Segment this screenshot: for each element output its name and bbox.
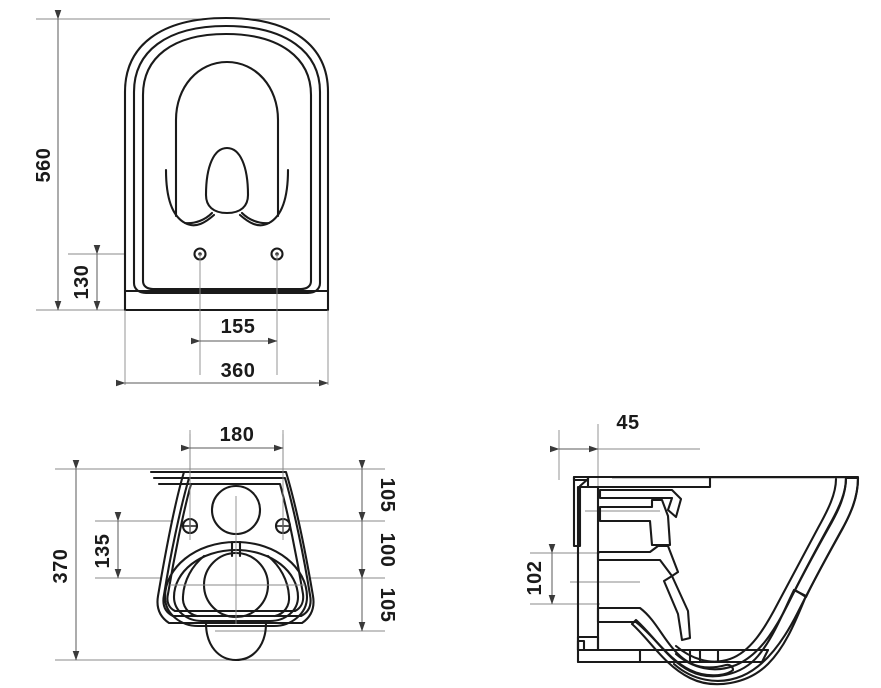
front-bowl-right-rim (240, 211, 271, 225)
dimension-45: 45 (550, 412, 639, 453)
dimension-102: 102 (524, 544, 556, 605)
section-trapway-wall (662, 574, 692, 642)
plan-bowl-outer (163, 540, 309, 628)
section-mid-shell-line (674, 476, 848, 671)
dimension-370: 370 (50, 460, 80, 661)
dimension-label-105-top: 105 (376, 478, 398, 513)
front-seat-lid-inner (141, 32, 313, 291)
plan-rim-line-2 (157, 482, 305, 613)
dimension-label-135: 135 (92, 534, 114, 569)
dimension-label-155: 155 (221, 316, 256, 338)
section-throat-shelf (596, 544, 680, 578)
dimension-360: 360 (116, 360, 329, 387)
dimension-100: 100 (358, 512, 398, 579)
front-bowl-dome (174, 60, 280, 218)
dimension-label-130: 130 (71, 265, 93, 300)
section-outer-face-line (672, 476, 860, 682)
section-foot-notch (576, 639, 586, 652)
dimension-label-560: 560 (33, 148, 55, 183)
front-body-outline (123, 16, 330, 312)
dimension-180: 180 (181, 424, 284, 452)
section-lower-rim-arm (598, 498, 672, 547)
plan-inner-wing-right (266, 554, 291, 618)
front-bowl-left-rim (183, 211, 214, 225)
section-top-rim-slab (576, 475, 712, 489)
dimension-label-360: 360 (221, 360, 256, 382)
dimension-105-bottom: 105 (358, 569, 398, 632)
top-plan-view: 180 370 135 105 100 105 (50, 424, 398, 662)
dimension-label-45: 45 (616, 412, 639, 434)
plan-inner-wing-left (181, 554, 206, 618)
section-upper-rim-arm (598, 488, 683, 519)
dimension-label-370: 370 (50, 549, 72, 584)
front-elevation-view: 560 130 155 360 (33, 10, 330, 387)
front-seat-lid-outer (132, 24, 322, 295)
dimension-560: 560 (33, 10, 62, 311)
dimension-label-100: 100 (376, 533, 398, 568)
side-section-view: 45 102 (524, 412, 860, 686)
plan-outlet-stub (204, 621, 268, 662)
dimension-130: 130 (71, 245, 101, 311)
dimension-label-180: 180 (220, 424, 255, 446)
dimension-label-105-bottom: 105 (376, 588, 398, 623)
dimension-135: 135 (92, 512, 122, 579)
dimension-155: 155 (191, 316, 278, 345)
dimension-label-102: 102 (524, 561, 546, 596)
front-drain-opening (204, 146, 250, 215)
